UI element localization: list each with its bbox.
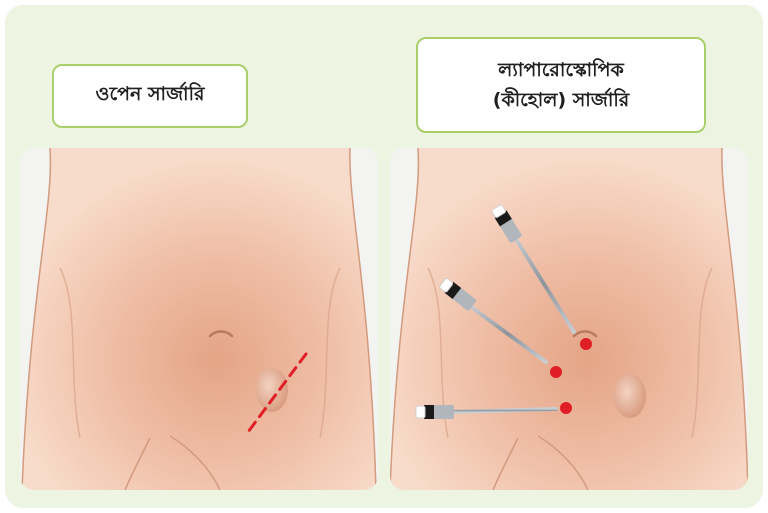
- laparoscopic-surgery-label: ল্যাপারোস্কোপিক (কীহোল) সার্জারি: [416, 37, 706, 133]
- port-marker-2: [550, 366, 562, 378]
- open-surgery-label: ওপেন সার্জারি: [52, 64, 248, 128]
- hernia-bulge: [614, 374, 646, 418]
- port-marker-3: [560, 402, 572, 414]
- laparoscopic-label-line2: (কীহোল) সার্জারি: [493, 85, 629, 115]
- port-marker-1: [580, 338, 592, 350]
- laparoscopic-label-line1: ল্যাপারোস্কোপিক: [498, 55, 624, 85]
- laparoscopic-abdomen-illustration: [390, 148, 748, 490]
- open-surgery-abdomen-illustration: [20, 148, 378, 490]
- hernia-bulge: [256, 368, 288, 412]
- open-surgery-label-text: ওপেন সার্জারি: [96, 80, 205, 112]
